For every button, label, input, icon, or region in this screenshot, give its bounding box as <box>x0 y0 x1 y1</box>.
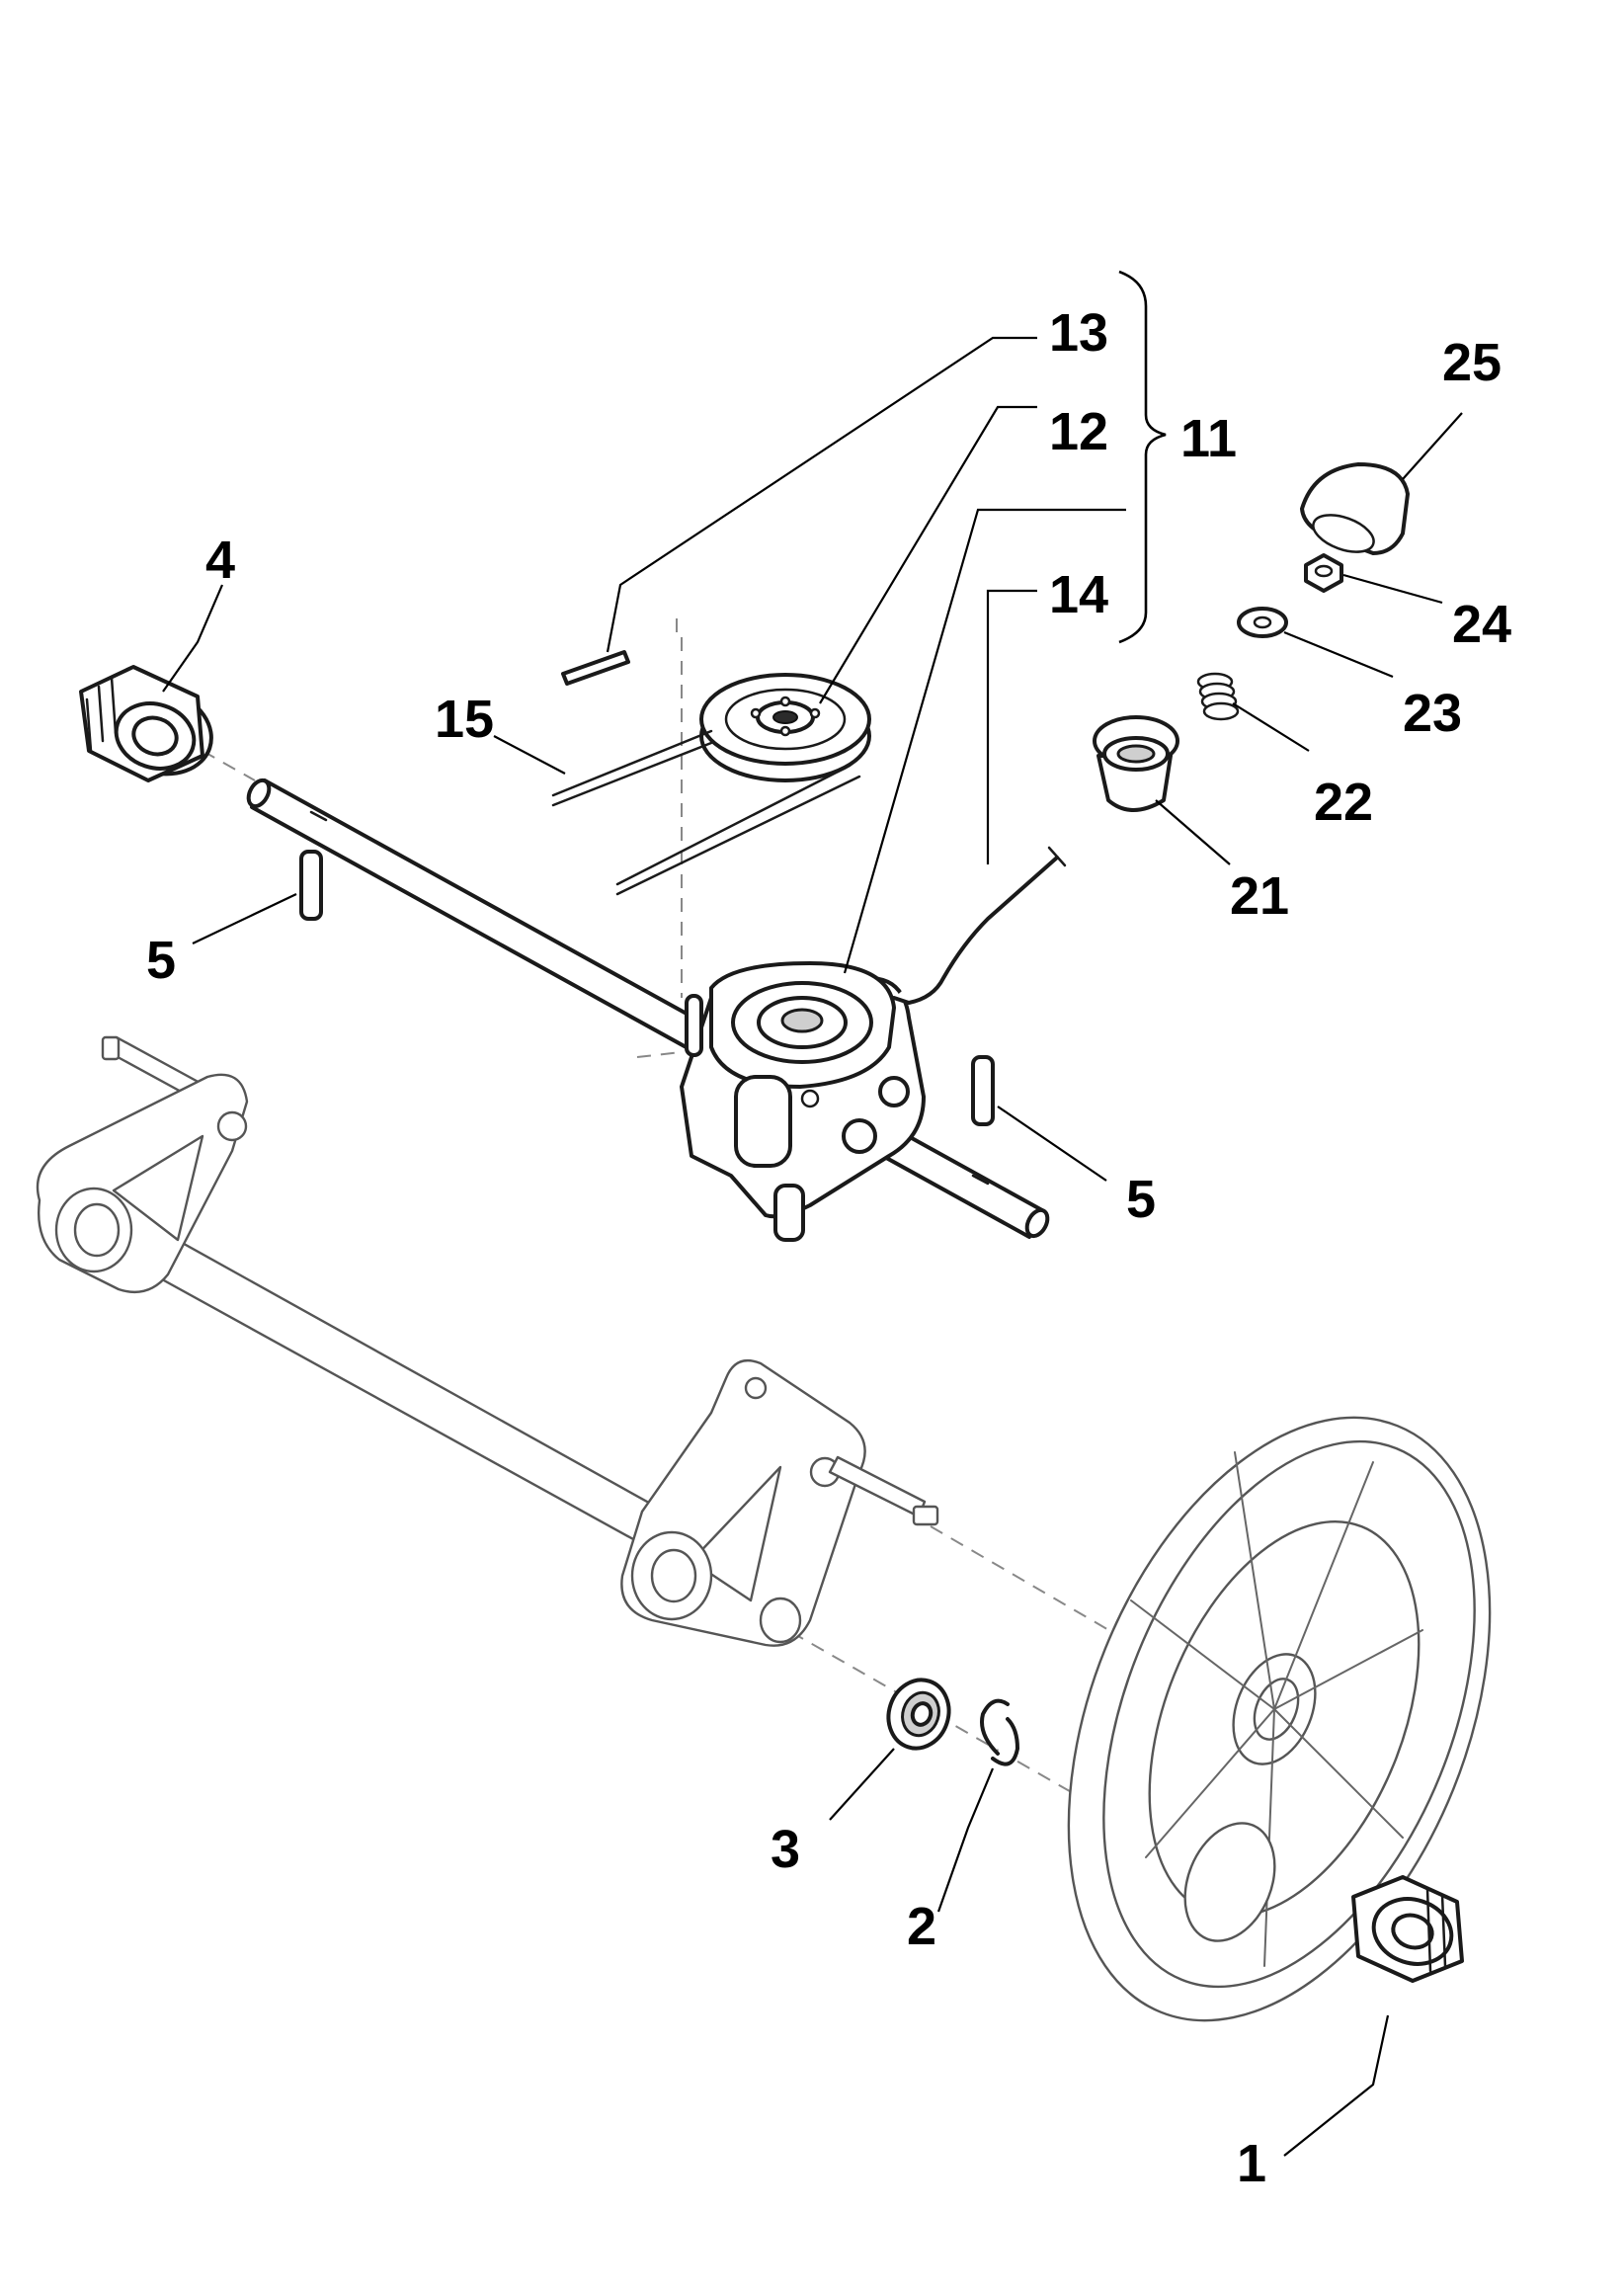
callout-21: 21 <box>1230 866 1289 926</box>
pins <box>299 850 995 1126</box>
gearbox <box>680 961 926 1242</box>
circlip <box>980 1698 1019 1766</box>
key-pin <box>561 650 630 686</box>
callout-25: 25 <box>1442 333 1502 392</box>
washer <box>1237 607 1288 638</box>
assembly-centerlines <box>202 613 1246 1858</box>
callout-13: 13 <box>1049 303 1108 363</box>
callout-3: 3 <box>771 1820 800 1879</box>
callout-14: 14 <box>1049 565 1108 624</box>
bearing <box>886 1678 951 1751</box>
drive-shaft <box>246 778 1050 1239</box>
callout-1: 1 <box>1237 2134 1266 2193</box>
drive-belt <box>551 729 861 896</box>
pulley <box>699 673 871 782</box>
callout-2: 2 <box>907 1897 936 1956</box>
callout-15: 15 <box>435 690 494 749</box>
group-bracket-11 <box>1118 270 1167 644</box>
leader-lines <box>162 336 1463 2157</box>
cap <box>1300 462 1410 555</box>
callout-12: 12 <box>1049 402 1108 461</box>
sleeve <box>1093 715 1179 812</box>
nut <box>1304 553 1343 593</box>
callout-5-right: 5 <box>1126 1170 1156 1229</box>
callout-4: 4 <box>205 531 235 590</box>
spring <box>1196 672 1240 721</box>
callout-22: 22 <box>1314 773 1373 832</box>
pinion-gear-right <box>1351 1875 1464 1983</box>
callout-23: 23 <box>1403 684 1462 743</box>
callout-11: 11 <box>1180 409 1237 468</box>
callout-24: 24 <box>1452 595 1511 654</box>
rear-axle-assembly <box>36 1035 939 1647</box>
pinion-gear-left <box>79 665 213 782</box>
control-rod <box>892 846 1067 1005</box>
callout-5-left: 5 <box>146 931 176 990</box>
rear-wheel <box>1067 1416 1492 2022</box>
callout-labels: 1 2 3 4 5 5 11 12 13 14 15 21 22 23 24 2… <box>146 303 1511 2193</box>
